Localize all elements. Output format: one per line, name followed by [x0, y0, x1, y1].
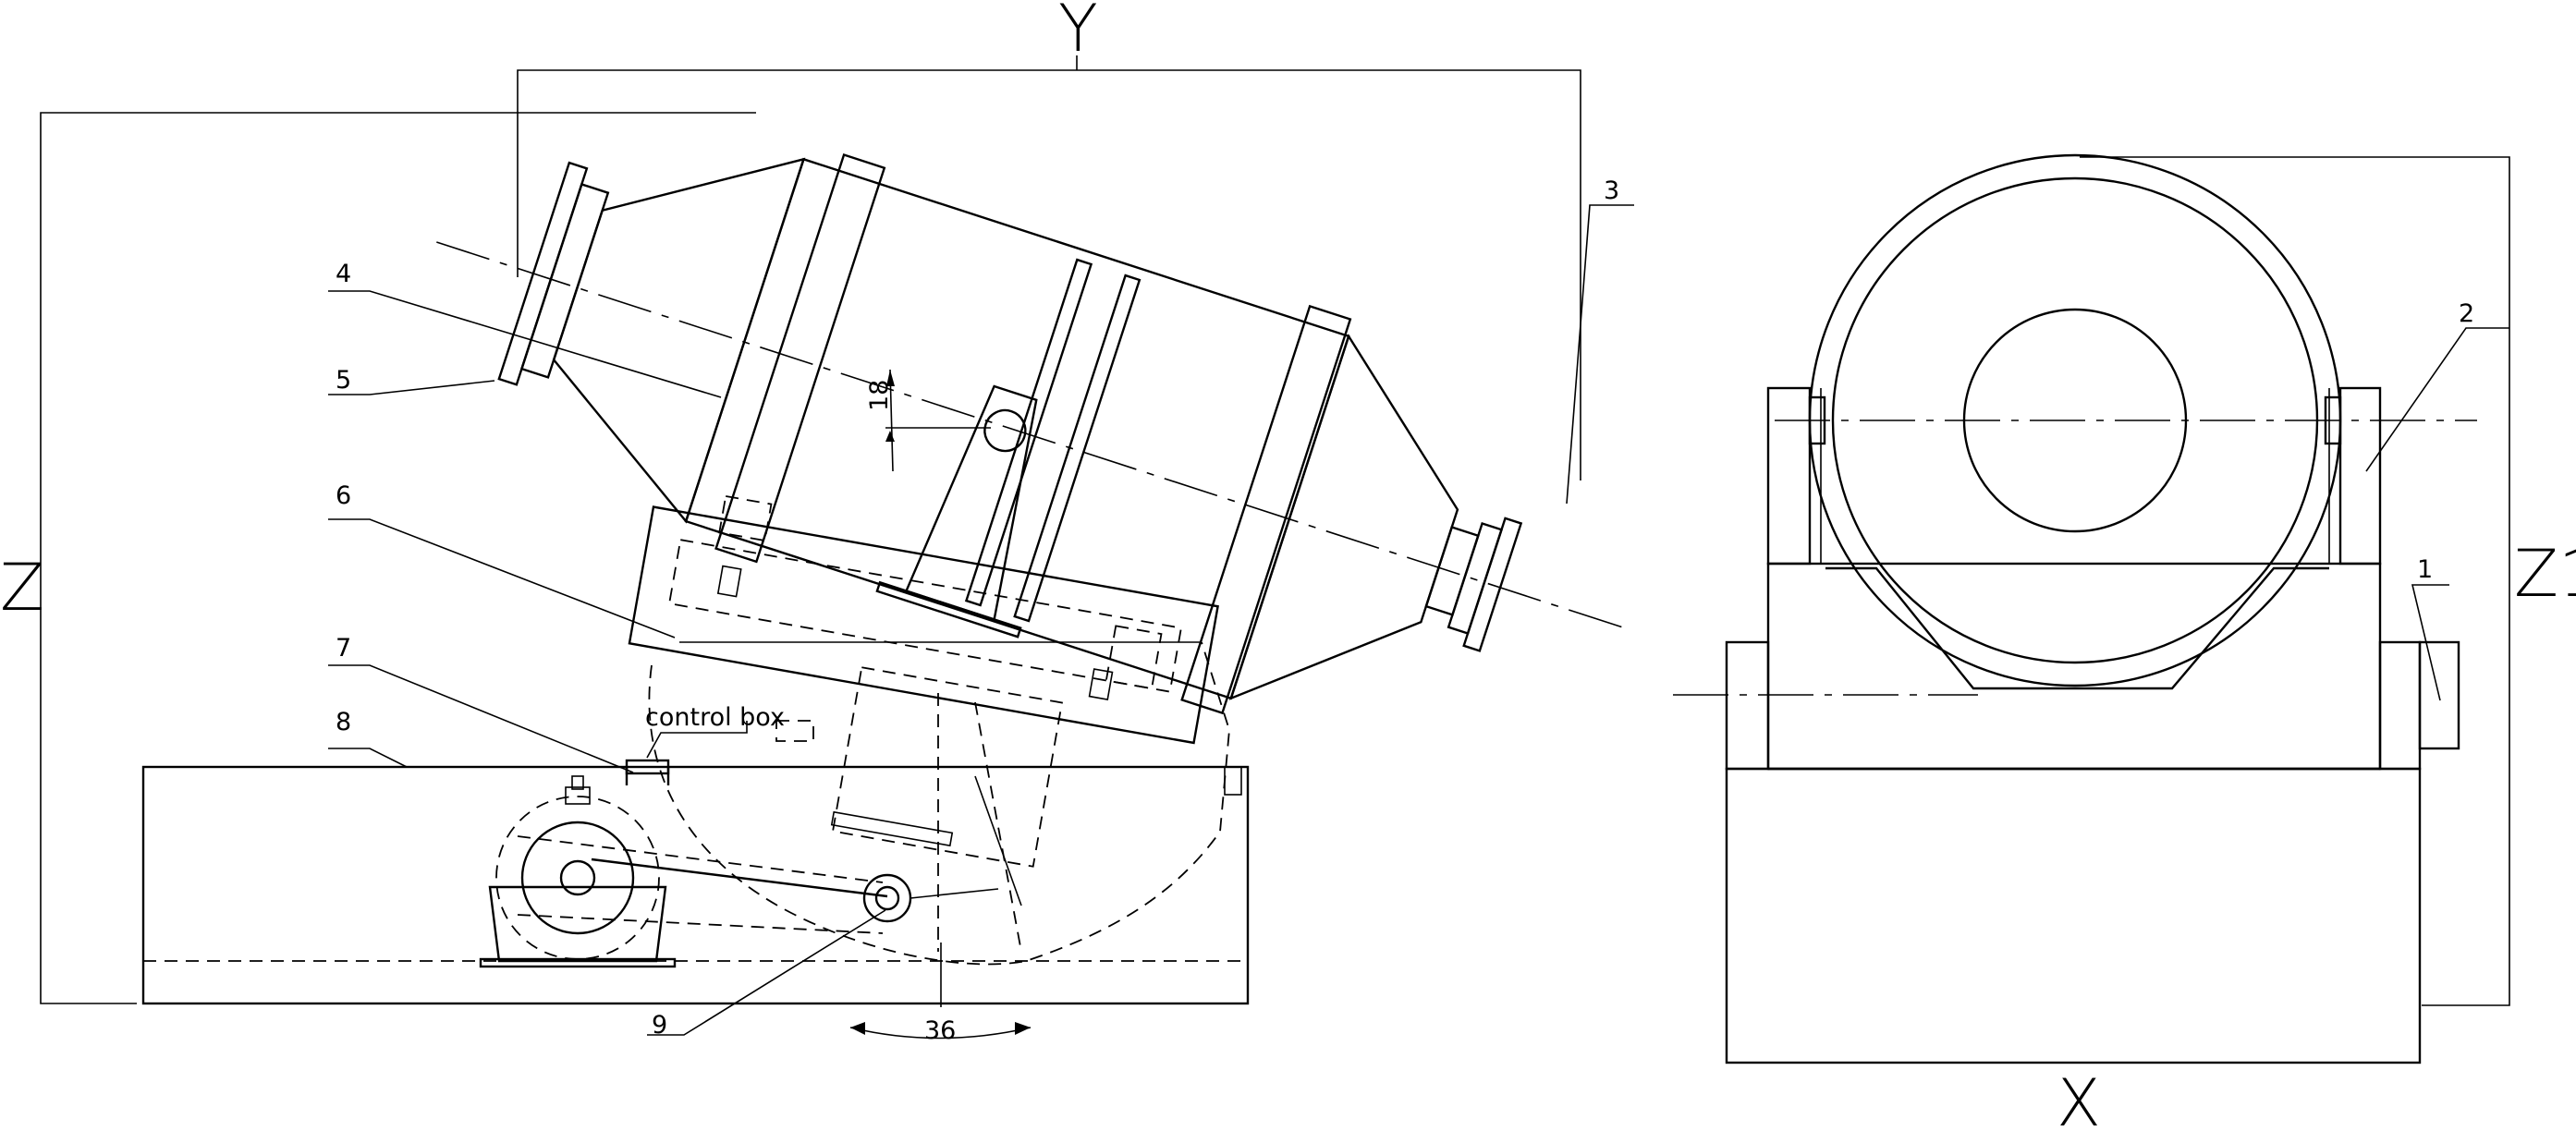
part-number-2: 2: [2459, 299, 2474, 328]
dimension-letter-z1: Z1: [2514, 536, 2576, 612]
part-number-8: 8: [336, 708, 351, 736]
part-number-1: 1: [2417, 555, 2433, 584]
tilt-angle-dimension: 18: [865, 369, 991, 472]
tilt-bracket: [628, 494, 1219, 745]
connecting-rod: [517, 835, 999, 934]
mixer-drum: [436, 153, 1632, 715]
dimension-frame-z1: [2080, 156, 2510, 1006]
base-frame: [141, 765, 1250, 1005]
rocker-frame: [648, 641, 1242, 966]
leader-lines: [328, 204, 1634, 1036]
side-leader-lines: [2365, 327, 2509, 701]
control-box-label: control box: [645, 703, 785, 732]
dimension-frame-y: [517, 55, 1581, 480]
part-number-7: 7: [336, 634, 351, 663]
tilt-angle-label: 18: [865, 380, 894, 411]
part-number-6: 6: [336, 481, 351, 510]
part-number-3: 3: [1604, 176, 1619, 205]
side-view: 2 1 Z1 X: [1673, 153, 2576, 1131]
dimension-letter-z: Z: [0, 550, 44, 626]
side-base: [1725, 640, 2460, 1064]
dimension-letter-y: Y: [1058, 0, 1098, 67]
dimension-frame-z: [40, 112, 756, 1004]
front-view: control box 18 36 4: [0, 0, 1634, 1045]
side-drum: [1673, 153, 2477, 696]
part-number-4: 4: [336, 260, 351, 288]
control-box: control box: [625, 703, 785, 785]
swing-angle-dimension: 36: [849, 942, 1032, 1045]
drive-motor: [479, 775, 677, 968]
part-number-9: 9: [652, 1011, 667, 1040]
part-number-5: 5: [336, 366, 351, 395]
swing-angle-label: 36: [924, 1016, 956, 1045]
dimension-letter-x: X: [2057, 1065, 2101, 1131]
